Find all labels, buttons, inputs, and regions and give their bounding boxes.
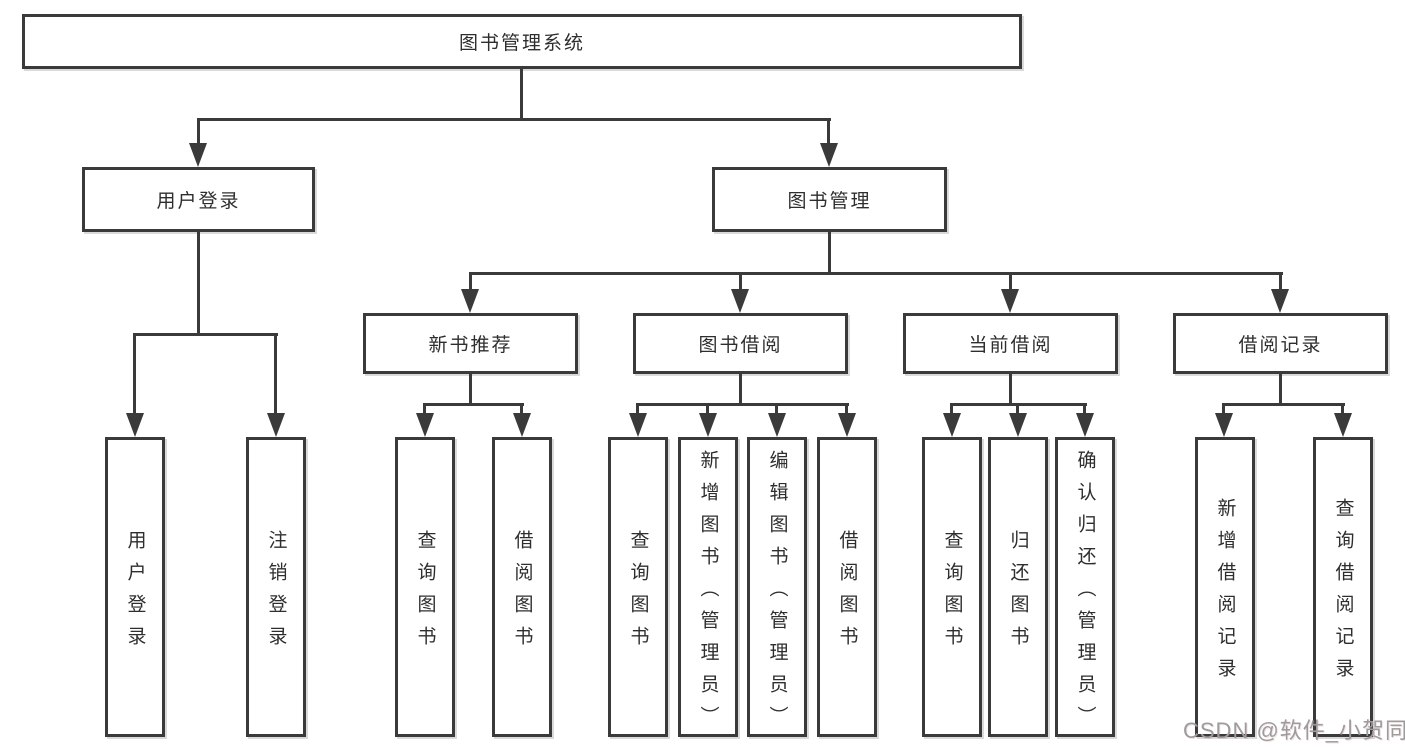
- connector-records-bus: [1222, 403, 1345, 406]
- node-label: 用户登录: [124, 529, 146, 658]
- arrowhead-down: [1009, 413, 1027, 437]
- connector-drop-borrowing: [739, 272, 742, 291]
- leaf-borrowing-query-books: 查询图书: [608, 437, 668, 737]
- node-label: 图书管理系统: [458, 33, 585, 54]
- leaf-recommend-query-books: 查询图书: [395, 437, 455, 737]
- node-current-borrowing: 当前借阅: [903, 313, 1118, 374]
- node-label: 新增借阅记录: [1214, 497, 1236, 690]
- connector-drop-leaf: [950, 403, 953, 415]
- connector-drop-leaf: [1222, 403, 1225, 415]
- arrowhead-down: [838, 413, 856, 437]
- arrowhead-down: [189, 143, 207, 167]
- node-label: 查询图书: [627, 529, 649, 658]
- node-borrow-records: 借阅记录: [1173, 313, 1388, 374]
- connector-level1-bus: [197, 118, 831, 121]
- arrowhead-down: [126, 413, 144, 437]
- connector-drop-recommend: [469, 272, 472, 291]
- node-label: 用户登录: [156, 191, 241, 212]
- node-label: 新书推荐: [428, 335, 513, 356]
- node-label: 查询图书: [414, 529, 436, 658]
- node-label: 确认归还（管理员）: [1074, 449, 1096, 738]
- connector-mgmt-stem: [828, 232, 831, 275]
- node-label: 借阅图书: [836, 529, 858, 658]
- node-label: 查询借阅记录: [1332, 497, 1354, 690]
- connector-drop-leaf: [775, 403, 778, 415]
- connector-login-stem: [197, 232, 200, 336]
- connector-borrowing-bus: [636, 403, 849, 406]
- node-label: 借阅记录: [1238, 335, 1323, 356]
- arrowhead-down: [629, 413, 647, 437]
- leaf-logout: 注销登录: [246, 437, 306, 737]
- connector-drop-leaf: [1016, 403, 1019, 415]
- leaf-recommend-borrow-books: 借阅图书: [492, 437, 552, 737]
- node-new-book-recommend: 新书推荐: [363, 313, 578, 374]
- leaf-current-query-books: 查询图书: [922, 437, 982, 737]
- node-label: 归还图书: [1007, 529, 1029, 658]
- arrowhead-down: [768, 413, 786, 437]
- connector-drop-leaf: [1341, 403, 1344, 415]
- node-label: 注销登录: [265, 529, 287, 658]
- node-root-system: 图书管理系统: [22, 14, 1022, 69]
- node-label: 借阅图书: [511, 529, 533, 658]
- arrowhead-down: [731, 289, 749, 313]
- connector-records-stem: [1279, 374, 1282, 406]
- connector-level3-bus: [469, 272, 1283, 275]
- arrowhead-down: [1271, 289, 1289, 313]
- leaf-borrowing-borrow-books: 借阅图书: [817, 437, 877, 737]
- leaf-borrowing-add-books-admin: 新增图书（管理员）: [678, 437, 738, 738]
- node-book-borrowing: 图书借阅: [633, 313, 848, 374]
- csdn-watermark: CSDN @软件_小贺同学: [1183, 718, 1405, 743]
- arrowhead-down: [1334, 413, 1352, 437]
- connector-recommend-bus: [423, 403, 524, 406]
- connector-drop-book-mgmt: [827, 118, 830, 145]
- leaf-records-query-record: 查询借阅记录: [1313, 437, 1373, 737]
- connector-drop-leaf: [423, 403, 426, 415]
- leaf-current-return-books: 归还图书: [988, 437, 1048, 737]
- connector-drop-leaf: [520, 403, 523, 415]
- leaf-borrowing-edit-books-admin: 编辑图书（管理员）: [747, 437, 807, 738]
- arrowhead-down: [1076, 413, 1094, 437]
- node-label: 图书借阅: [698, 335, 783, 356]
- connector-drop-leaf: [845, 403, 848, 415]
- connector-drop-leaf: [1083, 403, 1086, 415]
- connector-drop-current: [1009, 272, 1012, 291]
- connector-drop-leaf: [706, 403, 709, 415]
- leaf-user-login: 用户登录: [105, 437, 165, 737]
- connector-borrowing-stem: [739, 374, 742, 406]
- arrowhead-down: [513, 413, 531, 437]
- arrowhead-down: [267, 413, 285, 437]
- connector-drop-leaf: [274, 333, 277, 415]
- arrowhead-down: [820, 143, 838, 167]
- leaf-records-add-record: 新增借阅记录: [1195, 437, 1255, 737]
- node-user-login-module: 用户登录: [82, 167, 315, 232]
- connector-current-stem: [1009, 374, 1012, 406]
- connector-recommend-stem: [469, 374, 472, 406]
- node-label: 新增图书（管理员）: [697, 449, 719, 738]
- node-label: 当前借阅: [968, 335, 1053, 356]
- connector-drop-user-login: [197, 118, 200, 145]
- connector-login-bus: [133, 333, 278, 336]
- connector-drop-leaf: [636, 403, 639, 415]
- node-label: 查询图书: [941, 529, 963, 658]
- node-label: 图书管理: [787, 191, 872, 212]
- node-book-management-module: 图书管理: [712, 167, 947, 232]
- leaf-current-confirm-return-admin: 确认归还（管理员）: [1055, 437, 1115, 738]
- connector-drop-leaf: [133, 333, 136, 415]
- arrowhead-down: [943, 413, 961, 437]
- arrowhead-down: [1001, 289, 1019, 313]
- arrowhead-down: [416, 413, 434, 437]
- arrowhead-down: [1215, 413, 1233, 437]
- connector-root-stem: [520, 68, 523, 121]
- connector-drop-records: [1279, 272, 1282, 291]
- node-label: 编辑图书（管理员）: [766, 449, 788, 738]
- arrowhead-down: [461, 289, 479, 313]
- arrowhead-down: [699, 413, 717, 437]
